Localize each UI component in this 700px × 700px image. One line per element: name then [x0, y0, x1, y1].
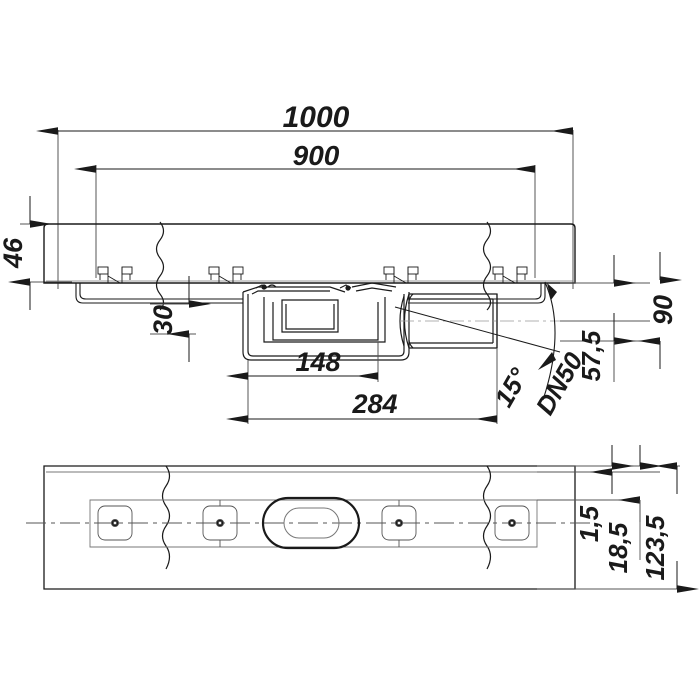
break-line-left-elev [155, 221, 165, 311]
drain-sump-body [242, 282, 410, 361]
angle-15-label: 15° [488, 362, 534, 412]
dimension-148: 148 [226, 342, 379, 382]
dimension-1-5: 1,5 [574, 445, 634, 542]
dimension-900-label: 900 [293, 140, 340, 171]
angle-15-leader [394, 281, 561, 401]
section-elevation-view: 1000 900 46 [0, 101, 682, 424]
grate-flange-body [43, 223, 576, 284]
dimension-90: 90 [638, 252, 682, 369]
dimension-57-5-label: 57,5 [576, 330, 606, 381]
bottom-plan-view: 1,5 18,5 123,5 [26, 445, 699, 593]
plan-inner-band [89, 499, 538, 548]
mounting-pad-2 [202, 500, 238, 547]
clamp-bracket-1 [97, 266, 133, 284]
dimension-57-5: 57,5 [560, 255, 660, 382]
dimension-1000: 1000 [36, 101, 573, 135]
dimension-18-5: 18,5 [603, 445, 662, 573]
mounting-pad-group [97, 500, 530, 547]
dimension-900: 900 [74, 140, 535, 173]
dimension-30: 30 [148, 276, 211, 362]
dimension-123-5: 123,5 [640, 462, 699, 593]
break-line-right-plan [482, 465, 492, 570]
dimension-284: 284 [226, 348, 498, 424]
dimension-148-label: 148 [295, 347, 340, 377]
clamp-bracket-group [97, 266, 528, 284]
dimension-284-label: 284 [351, 389, 397, 419]
dimension-123-5-label: 123,5 [640, 515, 670, 581]
drawing-lines: 1000 900 46 [0, 101, 699, 593]
dimension-90-label: 90 [648, 295, 678, 325]
channel-trough-right [408, 283, 546, 304]
clamp-bracket-4 [492, 266, 528, 284]
dimension-46-label: 46 [0, 237, 28, 269]
dimension-30-label: 30 [148, 305, 178, 335]
channel-trough-left [75, 283, 243, 304]
mounting-pad-4 [494, 505, 530, 541]
mounting-pad-1 [97, 505, 133, 541]
mounting-pad-3 [381, 500, 417, 547]
dimension-18-5-label: 18,5 [603, 522, 633, 573]
plan-outlet-oval [261, 496, 361, 550]
clamp-bracket-3 [383, 266, 419, 284]
break-line-right-elev [482, 221, 492, 311]
break-line-left-plan [161, 465, 171, 570]
dimension-46: 46 [0, 196, 72, 310]
extension-lines-top [57, 130, 574, 289]
dimension-1-5-label: 1,5 [574, 505, 604, 542]
clamp-bracket-2 [208, 266, 244, 284]
dimension-1000-label: 1000 [283, 101, 350, 134]
